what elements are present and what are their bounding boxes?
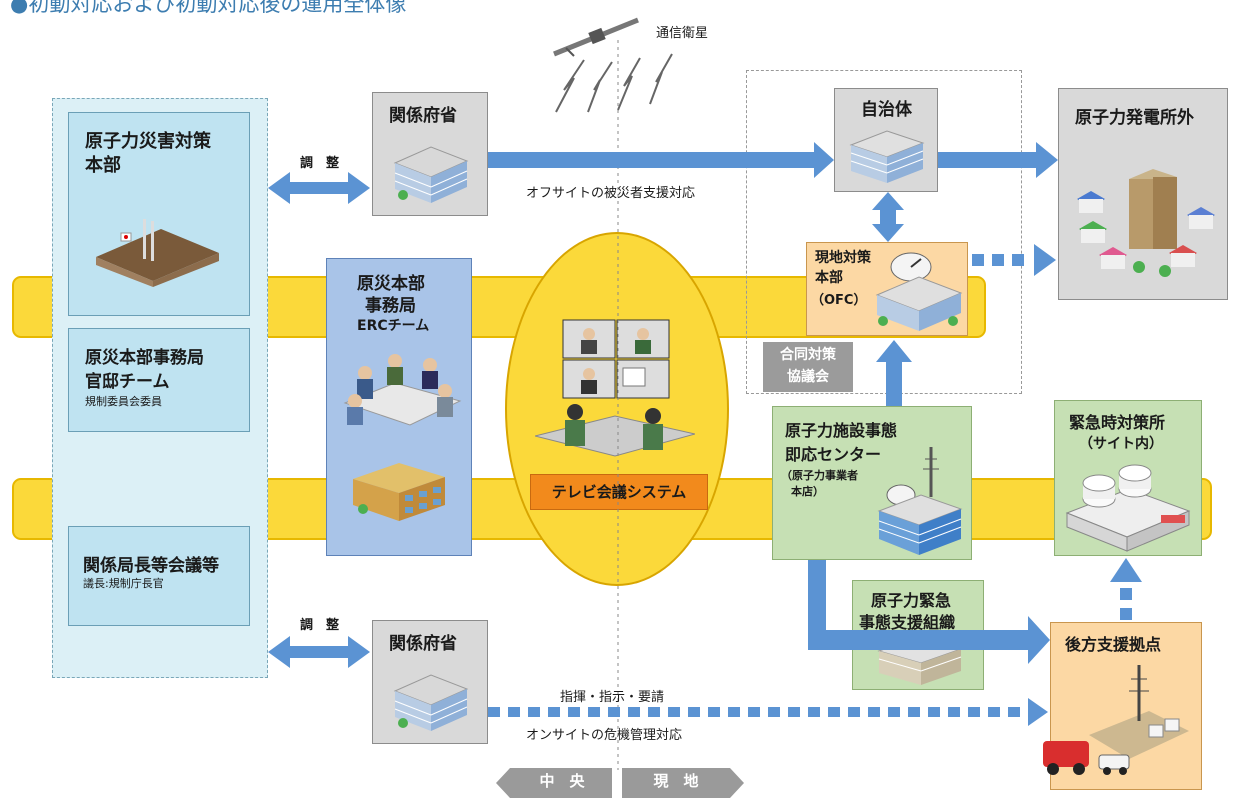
signal-wave-3 [617, 57, 641, 111]
rear-support-base-box: 後方支援拠点 [1043, 622, 1202, 790]
satellite-label: 通信衛星 [656, 26, 709, 41]
antenna-building-icon [877, 447, 963, 555]
signal-wave-1 [555, 59, 585, 113]
emergency-office-line1: 緊急時対策所 [1069, 413, 1166, 432]
onsite-crisis-label: オンサイトの危機管理対応 [526, 728, 683, 743]
erc-box: 原災本部 事務局 ERCチーム [326, 258, 472, 556]
local-government-title: 自治体 [861, 100, 912, 120]
coordinate-label-top: 調 整 [300, 156, 340, 171]
nav-local-label: 現 地 [653, 772, 699, 790]
office-building-icon [849, 130, 925, 183]
hq-title-line2: 本部 [85, 155, 121, 176]
joint-council-line1: 合同対策 [780, 347, 836, 363]
erc-building-icon [353, 463, 445, 521]
erc-meeting-icon [343, 354, 462, 426]
ministry-building-icon [393, 146, 469, 203]
hq-title-line1: 原子力災害対策 [85, 131, 211, 152]
ministries-top-title: 関係府省 [389, 106, 457, 126]
local-nav-shape [622, 768, 744, 798]
joint-council-box: 合同対策 協議会 [763, 342, 853, 392]
command-label: 指揮・指示・要請 [560, 690, 665, 705]
kantei-sub: 規制委員会委員 [85, 395, 162, 408]
emergency-office-box: 緊急時対策所 （サイト内） [1054, 400, 1202, 556]
coordinate-arrow-top [268, 172, 370, 204]
video-conference-icon [535, 319, 695, 457]
prime-minister-office-icon [96, 219, 219, 287]
kantei-team-box: 原災本部事務局 官邸チーム 規制委員会委員 [68, 328, 250, 432]
support-org-line2: 事態支援組織 [859, 613, 956, 632]
outside-plant-box: 原子力発電所外 [1058, 88, 1228, 300]
town-icon [1077, 169, 1215, 277]
ofc-title-line1: 現地対策 [815, 250, 871, 266]
kantei-title-line1: 原災本部事務局 [85, 348, 204, 368]
arrow-localgov-ofc [872, 192, 904, 242]
ofc-title-line3: （OFC） [811, 293, 867, 308]
ofc-box: 現地対策 本部 （OFC） [806, 242, 968, 336]
ofc-title-line2: 本部 [815, 270, 843, 286]
meeting-title: 関係局長等会議等 [83, 556, 219, 576]
support-org-line1: 原子力緊急 [871, 591, 952, 610]
erc-title-line1: 原災本部 [357, 274, 425, 294]
power-plant-icon [1065, 464, 1191, 552]
arrow-ministry-to-localgov [488, 142, 834, 178]
tv-conference-ellipse [505, 232, 729, 586]
nuclear-disaster-hq-box: 原子力災害対策 本部 [68, 112, 250, 316]
emergency-office-line2: （サイト内） [1079, 436, 1163, 452]
ministries-bottom-title: 関係府省 [389, 634, 457, 654]
kantei-title-line2: 官邸チーム [85, 372, 170, 392]
arrow-center-to-rear-base [808, 560, 1050, 664]
support-site-icon [1043, 665, 1189, 775]
erc-sub: ERCチーム [357, 318, 430, 334]
satellite-dish-building-icon [875, 252, 963, 331]
tv-conference-label: テレビ会議システム [530, 474, 708, 510]
diagram-heading: ●初動対応および初動対応後の運用全体像 [10, 0, 407, 16]
satellite-icon [553, 17, 639, 57]
dashed-arrowhead-ofc [1034, 244, 1056, 276]
response-center-sub2: 本店） [791, 485, 824, 498]
signal-wave-2 [587, 61, 613, 113]
bureau-meeting-box: 関係局長等会議等 議長:規制庁長官 [68, 526, 250, 626]
joint-council-line2: 協議会 [787, 369, 829, 385]
nav-center-label: 中 央 [539, 772, 585, 790]
response-center-line2: 即応センター [785, 445, 882, 464]
coordinate-label-bottom: 調 整 [300, 618, 340, 633]
ministries-top-box: 関係府省 [372, 92, 488, 216]
center-nav-shape [496, 768, 612, 798]
arrow-localgov-to-outside [938, 142, 1058, 178]
local-government-box: 自治体 [834, 88, 938, 192]
signal-wave-4 [649, 53, 673, 105]
response-center-sub1: （原子力事業者 [781, 469, 858, 482]
response-center-box: 原子力施設事態 即応センター （原子力事業者 本店） [772, 406, 972, 560]
outside-plant-title: 原子力発電所外 [1075, 108, 1194, 128]
coordinate-arrow-bottom [268, 636, 370, 668]
local-region-dashed-box [746, 70, 1022, 394]
ministry-building-icon [393, 674, 469, 731]
dashed-arrowhead-up [1110, 558, 1142, 582]
erc-title-line2: 事務局 [365, 296, 416, 316]
arrow-center-to-ofc [876, 340, 912, 406]
ministries-bottom-box: 関係府省 [372, 620, 488, 744]
response-center-line1: 原子力施設事態 [785, 421, 898, 440]
meeting-sub: 議長:規制庁長官 [83, 577, 164, 590]
dashed-arrowhead-rear [1028, 698, 1048, 726]
offsite-support-label: オフサイトの被災者支援対応 [526, 186, 696, 201]
rear-support-title: 後方支援拠点 [1065, 635, 1162, 654]
